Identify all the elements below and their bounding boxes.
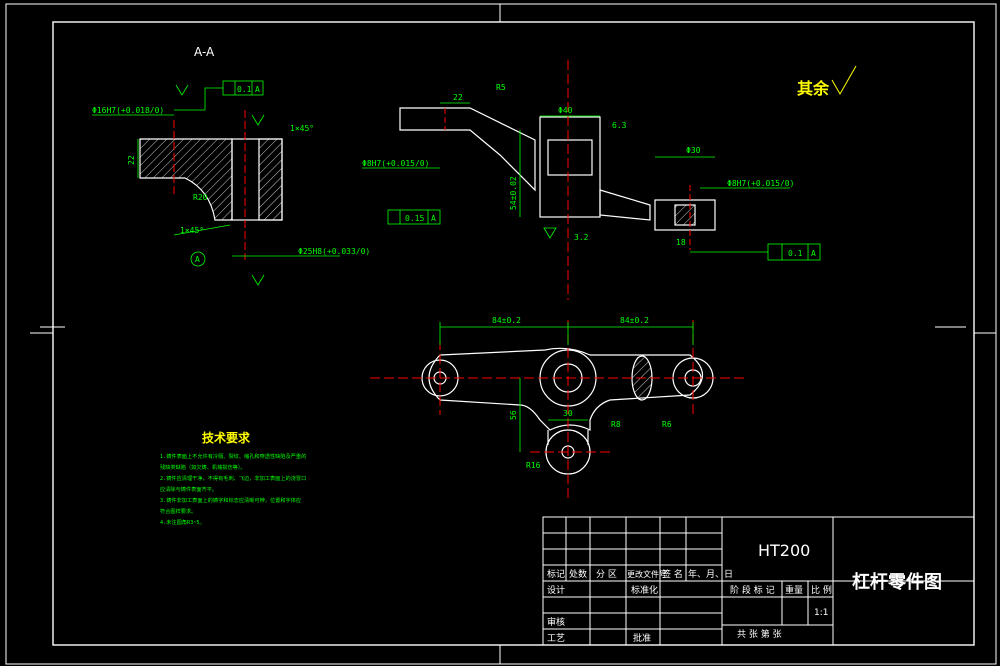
drawing-frame (5, 3, 997, 665)
tb-h-sign: 签 名 (662, 568, 683, 580)
left-depth-dim: 22 (127, 155, 136, 165)
tb-design: 设计 (547, 584, 565, 596)
mid-tol-datum: A (431, 214, 436, 223)
top-width-dim: 22 (453, 93, 463, 102)
tech-line-4: 应清除与铸件表面齐平。 (160, 485, 217, 493)
tb-process: 工艺 (547, 633, 565, 644)
left-tol: 0.1 (237, 85, 252, 94)
left-radius-dim: R20 (193, 193, 208, 202)
section-view-aa: A-A Φ16H7(+0.018/0) 22 R20 1×45° 1×45° Φ… (92, 45, 370, 286)
drawing-title: 杠杆零件图 (852, 571, 942, 593)
tech-line-2: 残缺类缺陷（如欠铸、机械损伤等）。 (160, 463, 246, 471)
plan-view-axes (370, 320, 745, 500)
tech-requirements: 技术要求 1.铸件表面上不允许有冷隔、裂纹、缩孔和穿透性缺陷及严重的 残缺类缺陷… (160, 430, 306, 526)
front-view (399, 60, 716, 300)
chamfer-bottom: 1×45° (180, 226, 204, 235)
plan-v-dim: 56 (509, 410, 518, 420)
tb-h-mark: 标记 (547, 568, 565, 580)
tech-line-3: 2.铸件应清理干净，不得有毛刺、飞边，非加工表面上的浇冒口 (160, 474, 306, 482)
datum-marker-left: A (195, 255, 200, 264)
tb-h-zone: 分 区 (596, 569, 617, 580)
tech-line-1: 1.铸件表面上不允许有冷隔、裂纹、缩孔和穿透性缺陷及严重的 (160, 452, 306, 460)
left-bottom-dia: Φ25H8(+0.033/0) (298, 247, 370, 256)
front-view-dims: 22 R5 Φ40 6.3 Φ8H7(+0.015/0) 54±0.02 3.2… (362, 83, 821, 261)
title-block-text: HT200 杠杆零件图 标记 处数 分 区 更改文件号 签 名 年、月、日 设计… (547, 541, 942, 644)
left-hole-dim: Φ16H7(+0.018/0) (92, 106, 164, 115)
tech-line-7: 4.未注圆角R3~5。 (160, 518, 205, 526)
roughness-rest-label: 其余 (797, 79, 830, 98)
right-len-dim: 18 (676, 238, 686, 247)
tb-stage-mark: 阶 段 标 记 (730, 584, 775, 596)
right-width-dim: Φ30 (686, 146, 701, 155)
rough-63: 6.3 (612, 121, 627, 130)
left-tol-datum: A (255, 85, 260, 94)
title-block (542, 516, 975, 646)
material: HT200 (758, 541, 810, 560)
top-r-dim: R5 (496, 83, 506, 92)
top-dia-dim: Φ40 (558, 106, 573, 115)
mid-tol: 0.15 (405, 214, 424, 223)
plan-view-dims: 84±0.2 84±0.2 56 30 R16 R8 R6 (439, 316, 694, 470)
tb-scale-value: 1:1 (814, 608, 828, 618)
tb-approve: 批准 (633, 632, 651, 644)
plan-left-dim: 84±0.2 (492, 316, 521, 325)
tb-sheets: 共 张 第 张 (737, 628, 782, 640)
tech-title: 技术要求 (202, 430, 251, 445)
right-tol: 0.1 (788, 249, 803, 258)
plan-r-left: R16 (526, 461, 541, 470)
tb-h-count: 处数 (569, 568, 587, 580)
plan-r-bottom: R8 (611, 420, 621, 429)
section-label: A-A (194, 45, 215, 59)
chamfer-top: 1×45° (290, 124, 314, 133)
tb-h-docno: 更改文件号 (627, 569, 667, 579)
tb-weight: 重量 (785, 584, 803, 596)
plan-mid-dim: 30 (563, 409, 573, 418)
plan-right-dim: 84±0.2 (620, 316, 649, 325)
tech-line-5: 3.铸件非加工表面上的铸字和标志应清晰可辨，位置和字体应 (160, 496, 301, 504)
right-tol-datum: A (811, 249, 816, 258)
tb-scale: 比 例 (811, 584, 832, 596)
rough-32: 3.2 (574, 233, 589, 242)
roughness-symbol-icon (831, 65, 857, 96)
center-height-dim: 54±0.02 (509, 176, 518, 210)
plan-r-right: R6 (662, 420, 672, 429)
tb-review: 审核 (547, 616, 565, 628)
right-dia-dim: Φ8H7(+0.015/0) (727, 179, 794, 188)
left-dia2-dim: Φ8H7(+0.015/0) (362, 159, 429, 168)
tech-line-6: 符合图样要求。 (160, 507, 196, 515)
tb-standardize: 标准化 (631, 584, 658, 596)
tb-h-date: 年、月、日 (688, 568, 733, 580)
